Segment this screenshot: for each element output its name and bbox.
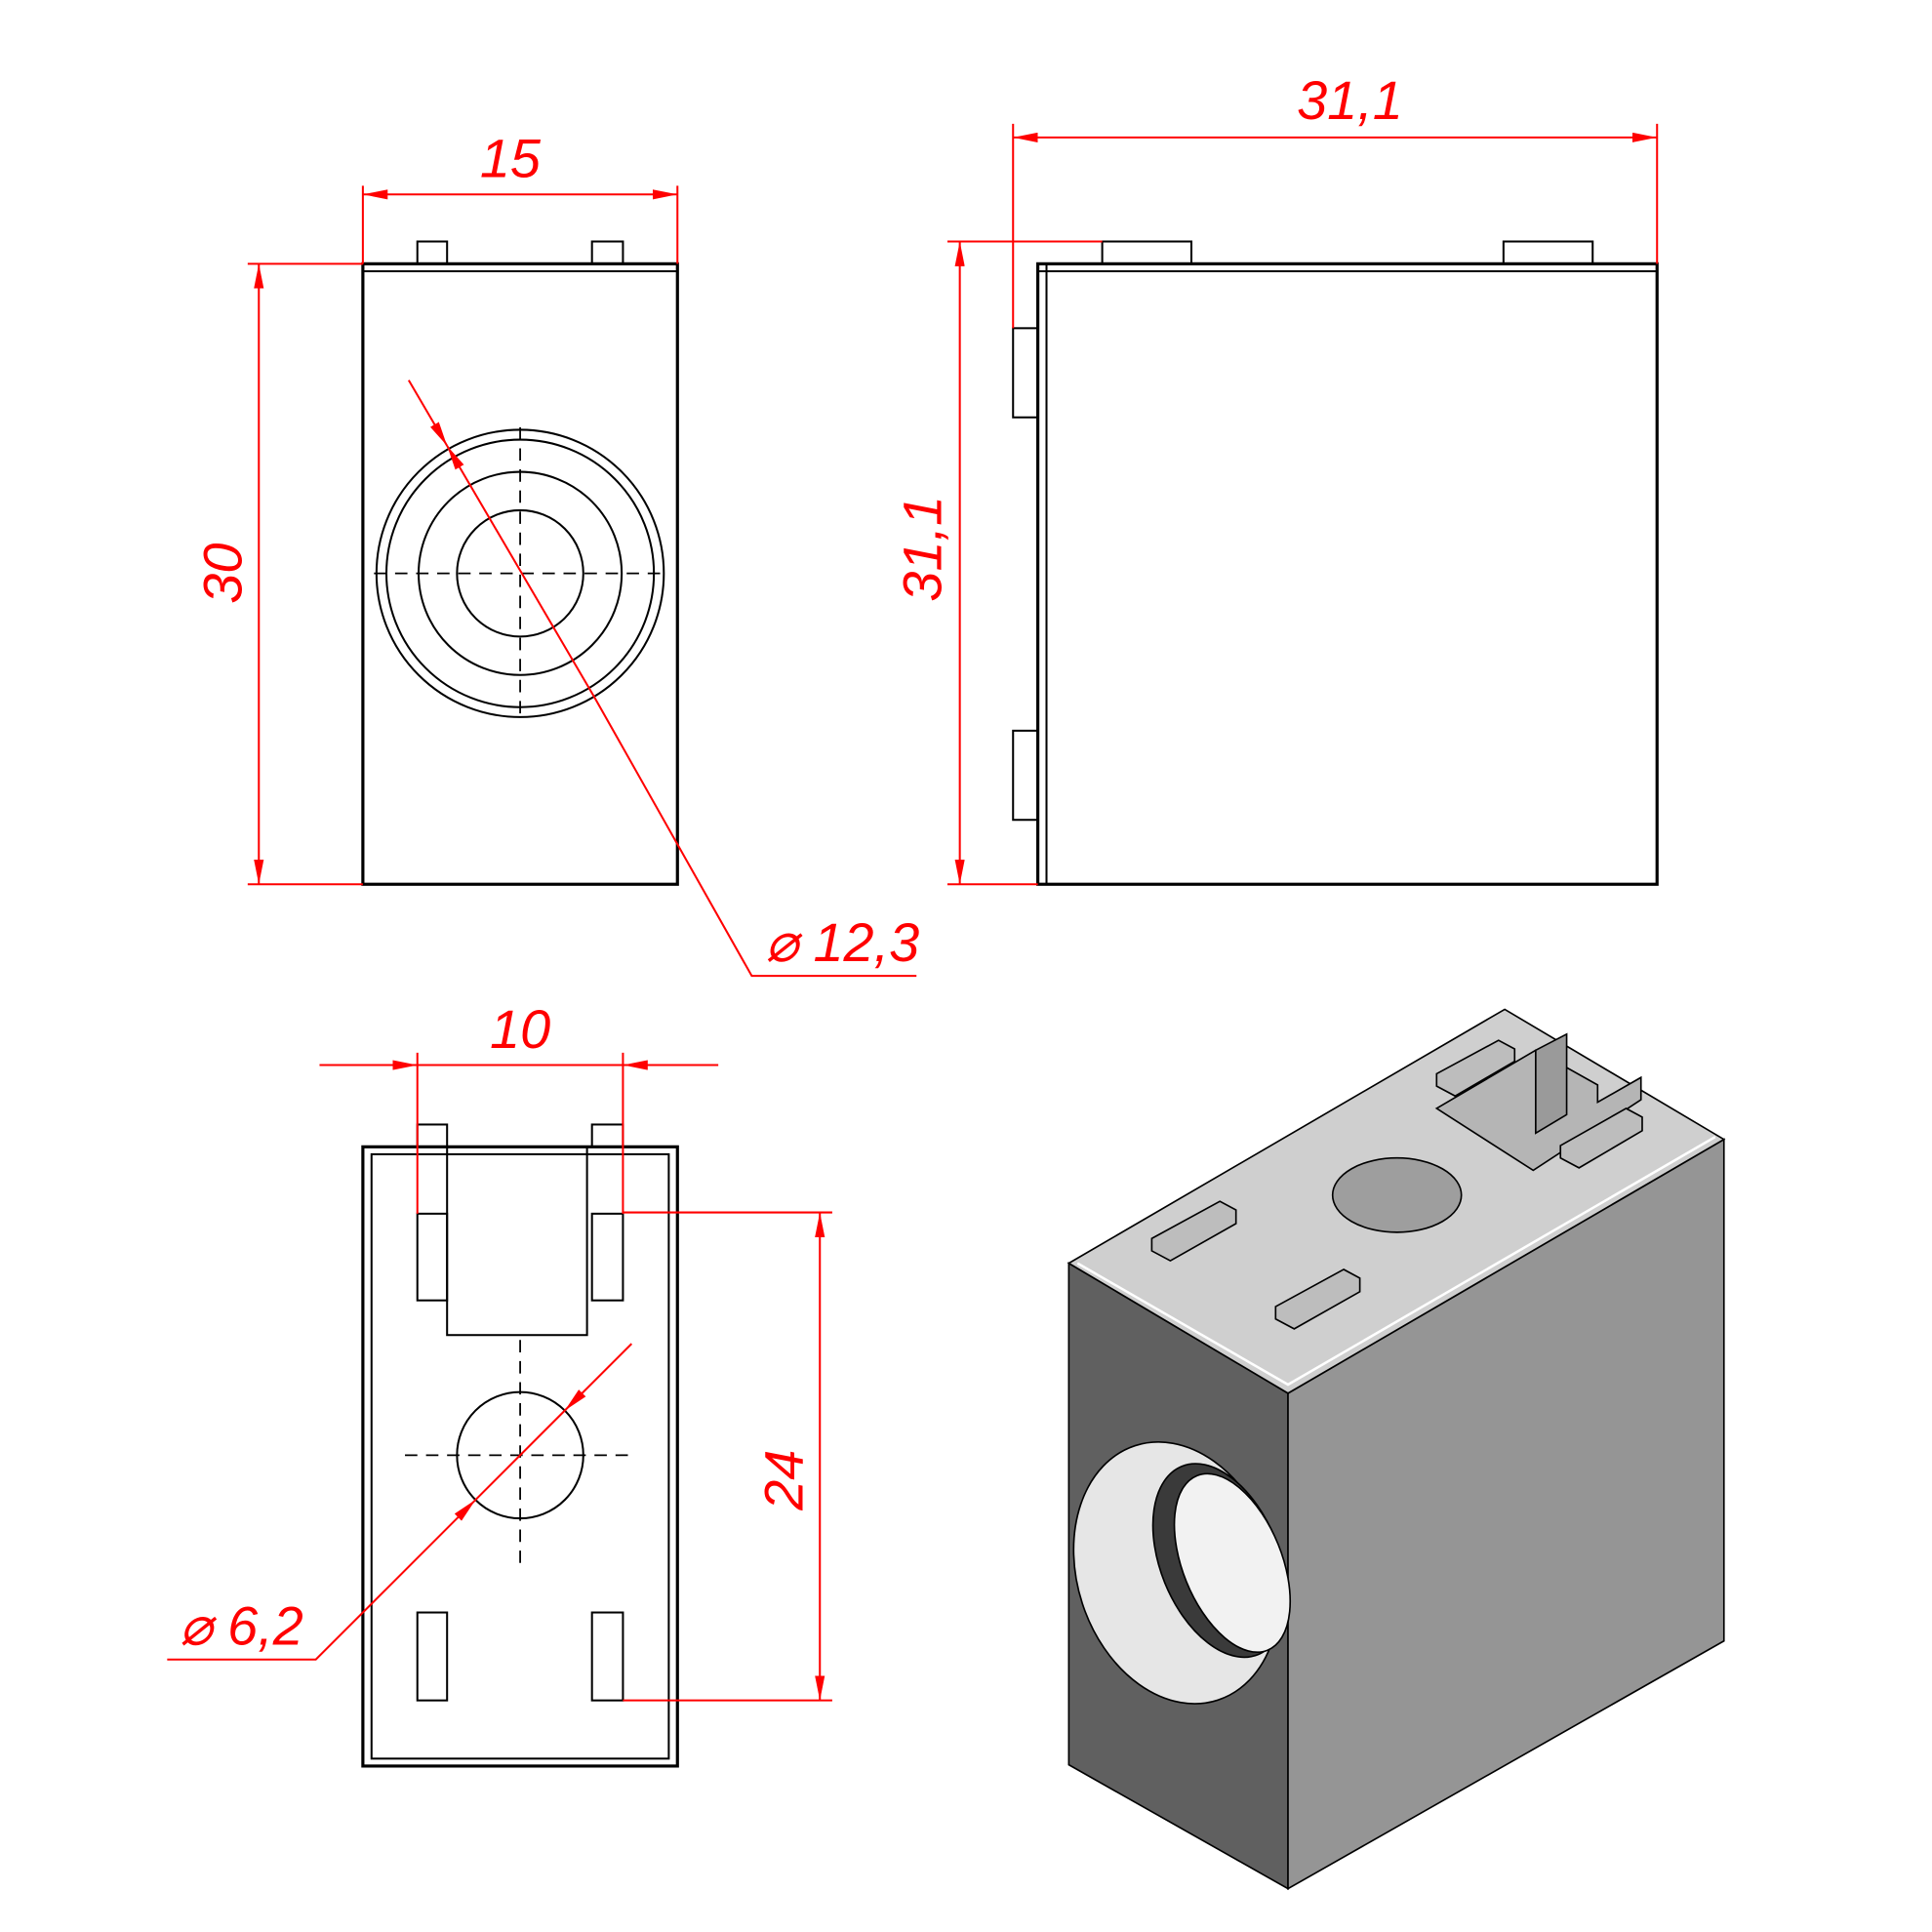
front-body-outline (361, 262, 679, 886)
bore-small-circle (456, 508, 584, 638)
iso-top-tabs (1150, 1039, 1643, 1330)
bottom-notch (446, 1146, 588, 1337)
dim-label-dia-6-2: ⌀ 6,2 (180, 1595, 303, 1657)
front-view: 15 30 ⌀ 12,3 (192, 128, 919, 978)
dim-label-24: 24 (752, 1450, 814, 1511)
dim-label-30: 30 (192, 543, 254, 604)
isometric-view (1067, 1008, 1726, 1890)
dim-label-31-1-v: 31,1 (892, 496, 953, 602)
dim-label-31-1-h: 31,1 (1297, 69, 1403, 131)
front-tab-right (590, 240, 624, 265)
leader-12-3 (593, 697, 917, 978)
iso-top-hole (1331, 1156, 1463, 1233)
dim-label-10: 10 (490, 998, 550, 1060)
side-body-outline (1036, 262, 1659, 886)
bottom-view: 10 24 ⌀ 6,2 (167, 998, 832, 1768)
dim-label-15: 15 (480, 128, 542, 189)
front-tab-left (416, 240, 449, 265)
dim-label-dia-12-3: ⌀ 12,3 (765, 911, 919, 973)
leader-6-2 (167, 1499, 477, 1661)
side-view: 31,1 31,1 (892, 69, 1659, 886)
